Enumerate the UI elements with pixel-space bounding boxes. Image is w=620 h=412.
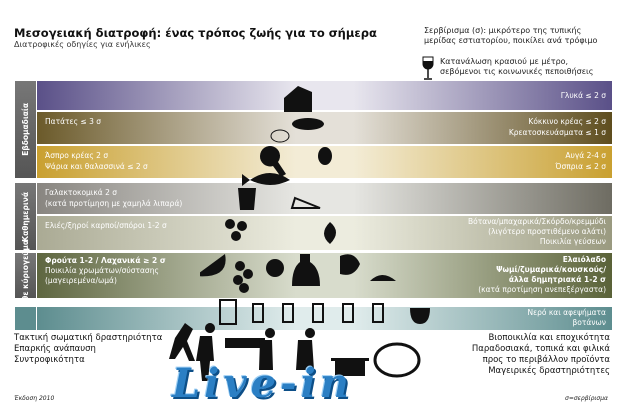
page-subtitle: Διατροφικές οδηγίες για ενήλικες [14,40,151,49]
text-line: (κατά προτίμηση ανεπεξέργαστα) [478,285,606,294]
text-line: Φρούτα 1-2 / Λαχανικά ≥ 2 σ [45,256,166,265]
cheese-icon [290,196,321,209]
egg-icon [318,147,332,165]
white-meat-text: Άσπρο κρέας 2 σ Ψάρια και θαλασσινά ≤ 2 σ [45,150,148,172]
serving-note-line: μερίδας εστιατορίου, ποικίλει ανά τρόφιμ… [424,36,598,45]
bread-icon [370,275,396,281]
water-glass-icon [372,303,384,323]
text-line: Τακτική σωματική δραστηριότητα [14,333,163,343]
side-spacer [15,307,36,330]
every-meal-label: Κάθε κύριογεύμα [21,240,30,312]
text-line: άλλα δημητριακά 1-2 σ [508,275,606,284]
every-meal-line: γεύμα [21,239,30,265]
cake-icon [284,86,312,112]
wine-glass-icon [422,56,434,80]
person-icon [296,328,315,370]
red-meat-text: Κόκκινο κρέας ≤ 2 σ Κρεατοσκευάσματα ≤ 1 … [509,116,606,138]
water-glass-icon [342,303,354,323]
page-title: Μεσογειακή διατροφή: ένας τρόπος ζωής γι… [14,26,377,40]
potatoes-text: Πατάτες ≤ 3 σ [45,117,101,126]
text-line: (μαγειρεμένα/ωμά) [45,276,117,285]
water-glass-icon [252,303,264,323]
band-sweets: Γλυκά ≤ 2 σ [37,81,612,110]
text-line: Μαγειρικές δραστηριότητες [488,366,610,376]
serving-note: Σερβίρισμα (σ): μικρότερο της τυπικής με… [424,26,597,46]
side-label-weekly: Εβδομαδιαία [15,81,36,178]
serving-legend: σ=σερβίρισμα [565,395,608,402]
food-pyramid-illustration [200,86,430,325]
text-line: Γαλακτοκομικά 2 σ [45,188,118,197]
text-line: Συντροφικότητα [14,355,85,365]
dairy-text: Γαλακτοκομικά 2 σ (κατά προτίμηση με χαμη… [45,187,182,209]
text-line: Όσπρια ≤ 2 σ [555,162,606,171]
text-line: Ποικιλία χρωμάτων/σύστασης [45,266,159,275]
lifestyle-text-left: Τακτική σωματική δραστηριότητα Επαρκής α… [14,333,162,366]
running-people-icon [169,323,195,361]
sausage-icon [292,118,324,130]
fish-icon [242,173,290,186]
onion-icon [324,222,336,244]
band-dairy: Γαλακτοκομικά 2 σ (κατά προτίμηση με χαμη… [37,183,612,214]
jug-icon [219,299,237,325]
band-potatoes-meat: Πατάτες ≤ 3 σ Κόκκινο κρέας ≤ 2 σ Κρεατοσ… [37,112,612,144]
text-line: Κόκκινο κρέας ≤ 2 σ [528,117,606,126]
wine-note-line: σεβόμενοι τις κοινωνικές πεποιθήσεις [440,67,594,76]
watermark-logo: Live-in [172,360,353,407]
yogurt-icon [238,188,256,210]
grapes-icon [235,261,245,271]
text-line: Επαρκής ανάπαυση [14,344,96,354]
wine-note: Κατανάλωση κρασιού με μέτρο, σεβόμενοι τ… [440,57,593,77]
text-line: Παραδοσιακά, τοπικά και φιλικά [471,344,610,354]
text-line: Βότανα/μπαχαρικά/Σκόρδο/κρεμμύδι [467,217,606,226]
eggs-text: Αυγά 2-4 σ Όσπρια ≤ 2 σ [555,150,606,172]
olive-icon [225,219,235,229]
edition-label: Έκδοση 2010 [14,395,55,402]
water-glass-icon [282,303,294,323]
wine-note-line: Κατανάλωση κρασιού με μέτρο, [440,57,569,66]
olives-text: Ελιές/ξηροί καρποί/σπόροι 1-2 σ [45,221,167,230]
potato-icon [270,129,290,143]
text-line: Άσπρο κρέας 2 σ [45,151,109,160]
person-icon [196,323,215,381]
sweets-text: Γλυκά ≤ 2 σ [560,91,606,100]
text-line: Αυγά 2-4 σ [565,151,606,160]
water-glass-icon [312,303,324,323]
text-line: προς το περιβάλλον προϊόντα [482,355,610,365]
weekly-label: Εβδομαδιαία [21,103,30,156]
tea-cup-icon [410,308,430,324]
text-line: Νερό και αφεψήματα [527,308,606,317]
oil-jug-icon [292,254,320,286]
text-line: Ποικιλία γεύσεων [539,237,606,246]
text-line: Ψωμί/ζυμαρικά/κουσκούς/ [496,265,606,274]
person-icon [259,328,275,370]
every-meal-line: Κάθε κύριο [21,264,30,312]
text-line: Βιοποικιλία και εποχικότητα [488,333,610,343]
apple-icon [266,259,284,277]
text-line: βοτάνων [572,318,607,327]
basket-icon [373,342,421,378]
text-line: (λιγότερο προστιθέμενο αλάτι) [488,227,606,236]
lifestyle-text-right: Βιοποικιλία και εποχικότητα Παραδοσιακά,… [472,333,610,377]
table-icon [225,338,265,348]
side-label-every-meal: Κάθε κύριογεύμα [15,240,36,311]
chicken-leg-icon [259,146,286,177]
text-line: Ψάρια και θαλασσινά ≤ 2 σ [45,162,148,171]
lettuce-icon [340,254,360,275]
watermelon-icon [200,254,226,277]
text-line: (κατά προτίμηση με χαμηλά λιπαρά) [45,199,183,208]
herbs-text: Βότανα/μπαχαρικά/Σκόρδο/κρεμμύδι(λιγότερ… [468,217,606,247]
cooking-pot-icon [331,358,369,376]
side-label-daily: Καθημερινά [15,183,36,250]
daily-label: Καθημερινά [21,191,30,242]
people-silhouettes-illustration [169,323,421,381]
text-line: Ελαιόλαδο [562,255,606,264]
serving-note-line: Σερβίρισμα (σ): μικρότερο της τυπικής [424,26,582,35]
text-line: Κρεατοσκευάσματα ≤ 1 σ [508,128,606,137]
